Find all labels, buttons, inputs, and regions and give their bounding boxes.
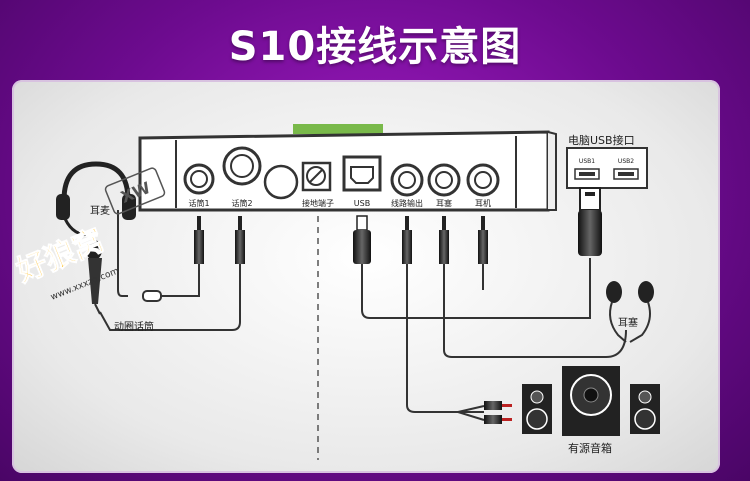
label-mic2: 话筒2: [231, 198, 252, 208]
label-computer-usb: 电脑USB接口: [568, 134, 635, 147]
plug-mic2: [235, 216, 245, 264]
rca-plugs: [457, 401, 512, 424]
port-mic1: [183, 163, 215, 195]
label-usb2: USB2: [618, 158, 634, 165]
cable-mic2: [99, 264, 241, 331]
plug-usb-a: [578, 187, 602, 256]
label-dynamic-mic: 动圈话筒: [114, 320, 154, 333]
cable-mic1: [160, 264, 200, 297]
port-mic2: [222, 146, 262, 186]
label-line-out: 线路输出: [391, 198, 423, 208]
cables: [99, 210, 627, 413]
label-mic1: 话筒1: [188, 198, 209, 208]
cable-earphone: [443, 264, 627, 358]
label-earphone: 耳塞: [436, 198, 452, 208]
port-line-out: [390, 163, 424, 197]
plug-earphone: [439, 216, 449, 264]
port-headphone: [466, 163, 500, 197]
plug-headphone: [478, 216, 488, 264]
cable-usb: [361, 258, 591, 319]
cable-headset: [117, 210, 128, 297]
label-ground: 接地端子: [302, 198, 334, 208]
speakers-icon: [522, 366, 660, 436]
label-usb1: USB1: [579, 158, 595, 165]
device-top-accent: [293, 124, 383, 134]
plug-line-out: [402, 216, 412, 264]
dynamic-mic-icon: [86, 240, 102, 315]
watermark: 好狼窝 www.xxxzg.com XW: [10, 167, 166, 303]
port-usb: [342, 155, 382, 192]
watermark-badge-frame: [104, 167, 166, 215]
plug-usb-b: [353, 215, 371, 264]
cable-line-out: [406, 264, 484, 413]
label-headset: 耳麦: [90, 205, 110, 217]
cable-clip: [142, 290, 162, 302]
diagram-title: S10接线示意图: [228, 24, 522, 70]
label-usb: USB: [354, 199, 370, 208]
port-earphone: [427, 163, 461, 197]
headset-icon: [56, 161, 136, 237]
plug-mic1: [194, 216, 204, 264]
label-headphone: 耳机: [475, 198, 491, 208]
label-speakers: 有源音箱: [568, 441, 612, 455]
port-blank: [263, 164, 299, 200]
computer-usb-panel: [566, 147, 648, 189]
port-ground: [301, 161, 332, 192]
earbuds-icon: [606, 281, 654, 343]
label-earbuds: 耳塞: [618, 316, 638, 329]
